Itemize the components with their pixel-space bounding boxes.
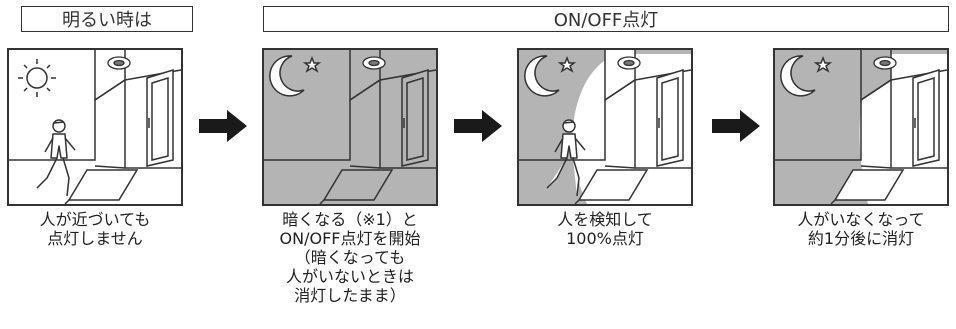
- ceiling-sensor: [107, 56, 131, 70]
- panel-daytime: [7, 48, 183, 206]
- caption-line: 暗くなる（※1）と: [282, 210, 418, 229]
- caption-detected: 人を検知して 100%点灯: [495, 210, 715, 248]
- moon-star-icon: [269, 55, 322, 97]
- caption-line: 人がいないときは: [285, 267, 414, 286]
- caption-daytime: 人が近づいても 点灯しません: [0, 210, 205, 248]
- ceiling-sensor: [362, 56, 386, 70]
- caption-line: 点灯しません: [47, 229, 143, 248]
- caption-line: 約1分後に消灯: [807, 229, 915, 248]
- daytime-header: 明るい時は: [21, 6, 193, 32]
- caption-night: 暗くなる（※1）と ON/OFF点灯を開始 （暗くなっても 人がいないときは 消…: [240, 210, 460, 305]
- caption-line: 消灯したまま）: [294, 286, 406, 305]
- door: [401, 68, 429, 167]
- daytime-header-label: 明るい時は: [62, 10, 152, 31]
- ceiling-sensor: [873, 56, 897, 70]
- door: [146, 68, 174, 167]
- walking-person: [36, 119, 76, 197]
- caption-line: 人がいなくなって: [797, 210, 925, 229]
- caption-line: ON/OFF点灯を開始: [279, 229, 421, 248]
- entry-step: [319, 169, 394, 205]
- arrow-right-icon: [199, 110, 247, 142]
- caption-line: 人を検知して: [557, 210, 653, 229]
- onoff-header: ON/OFF点灯: [263, 6, 949, 32]
- caption-empty: 人がいなくなって 約1分後に消灯: [751, 210, 956, 248]
- ceiling-sensor: [617, 56, 641, 70]
- panel-night-empty: [773, 48, 949, 206]
- walking-person: [546, 119, 586, 197]
- arrow-right-icon: [712, 110, 760, 142]
- caption-line: 100%点灯: [566, 229, 644, 248]
- caption-line: （暗くなっても: [294, 248, 406, 267]
- sun-icon: [18, 59, 56, 97]
- door: [656, 68, 684, 167]
- panel-night: [262, 48, 438, 206]
- onoff-header-label: ON/OFF点灯: [553, 10, 659, 31]
- moon-star-icon: [780, 55, 833, 97]
- moon-star-icon: [524, 55, 577, 97]
- caption-line: 人が近づいても: [39, 210, 151, 229]
- door: [912, 68, 940, 167]
- panel-night-lit: [517, 48, 693, 206]
- entry-step: [574, 169, 649, 205]
- entry-step: [64, 169, 139, 205]
- arrow-right-icon: [454, 110, 502, 142]
- entry-step: [830, 169, 905, 205]
